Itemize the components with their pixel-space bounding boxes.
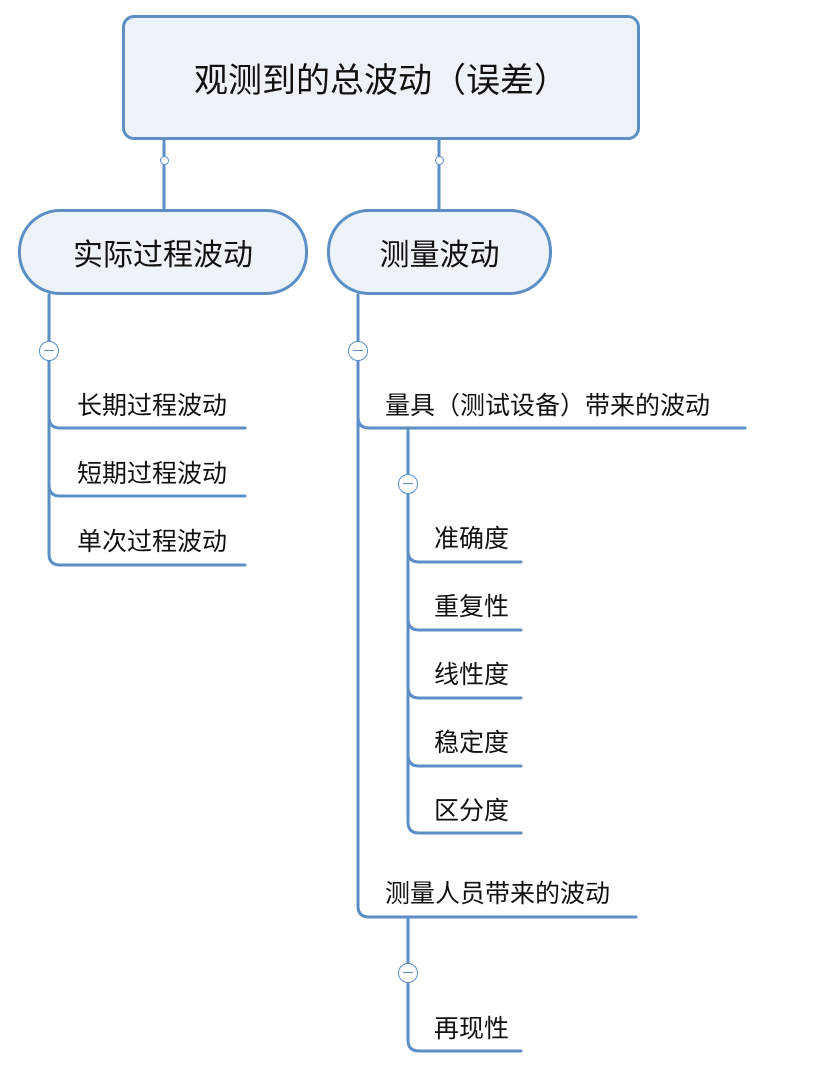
- collapse-gauge-button[interactable]: [398, 474, 418, 494]
- root-node[interactable]: 观测到的总波动（误差）: [122, 15, 640, 140]
- branch-measure-label: 测量波动: [379, 238, 500, 273]
- gauge-leaf-line-1: [406, 549, 523, 564]
- leaf-resolution[interactable]: 区分度: [434, 796, 510, 825]
- leaf-reproducibility[interactable]: 再现性: [434, 1014, 510, 1043]
- actual-leaf-line-2: [47, 483, 247, 498]
- subtopic-operator[interactable]: 测量人员带来的波动: [385, 879, 611, 908]
- branch-actual-process[interactable]: 实际过程波动: [18, 209, 308, 295]
- measure-trunk: [356, 293, 638, 919]
- leaf-linearity[interactable]: 线性度: [434, 660, 510, 689]
- actual-trunk: [47, 293, 247, 567]
- gauge-leaf-line-4: [406, 753, 523, 768]
- operator-trunk: [406, 915, 523, 1053]
- root-joint-right: [435, 156, 444, 165]
- gauge-trunk: [406, 426, 523, 835]
- leaf-single[interactable]: 单次过程波动: [77, 527, 228, 556]
- collapse-actual-button[interactable]: [39, 341, 59, 361]
- leaf-long-term[interactable]: 长期过程波动: [77, 391, 228, 420]
- gauge-leaf-line-2: [406, 617, 523, 632]
- leaf-repeatability[interactable]: 重复性: [434, 592, 510, 621]
- gauge-leaf-line-3: [406, 685, 523, 700]
- root-title: 观测到的总波动（误差）: [194, 61, 568, 101]
- branch-actual-label: 实际过程波动: [73, 238, 253, 273]
- leaf-stability[interactable]: 稳定度: [434, 728, 510, 757]
- branch-measurement[interactable]: 测量波动: [327, 209, 552, 295]
- root-joint-left: [160, 156, 169, 165]
- actual-leaf-line-1: [47, 415, 247, 430]
- collapse-operator-button[interactable]: [398, 963, 418, 983]
- leaf-short-term[interactable]: 短期过程波动: [77, 459, 228, 488]
- collapse-measure-button[interactable]: [348, 341, 368, 361]
- leaf-accuracy[interactable]: 准确度: [434, 524, 510, 553]
- measure-gauge-line: [356, 415, 747, 430]
- subtopic-gauge[interactable]: 量具（测试设备）带来的波动: [385, 391, 711, 420]
